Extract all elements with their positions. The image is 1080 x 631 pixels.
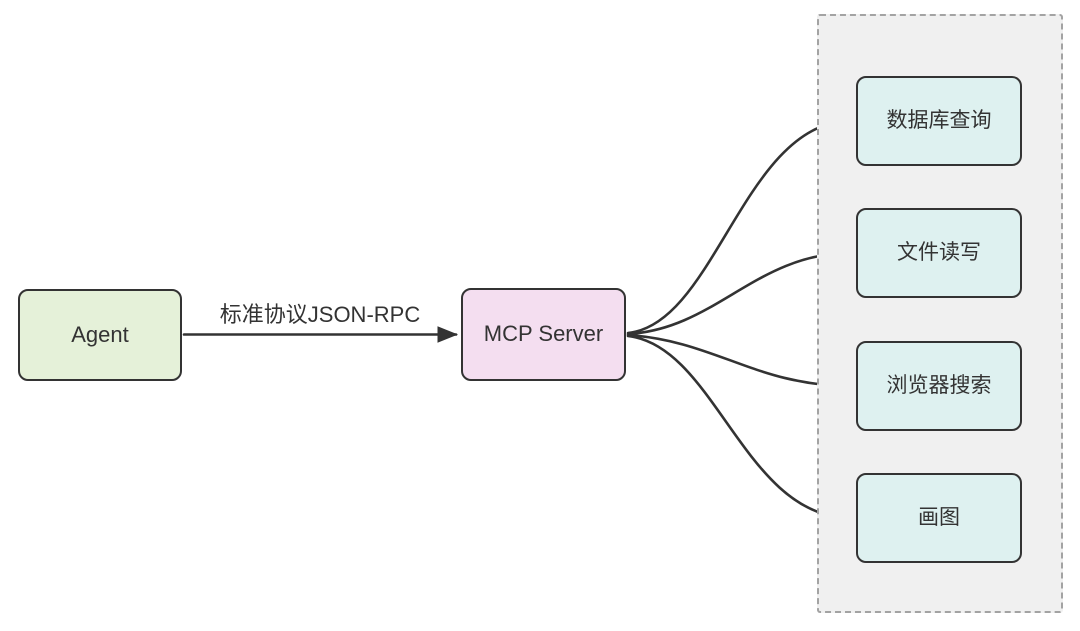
agent-node-label: Agent — [71, 321, 129, 347]
tool-node-label: 文件读写 — [897, 241, 981, 265]
agent-node: Agent — [18, 289, 182, 381]
mcp-server-node: MCP Server — [461, 288, 626, 381]
mcp-server-node-label: MCP Server — [483, 321, 604, 347]
tool-node-file-read-write: 文件读写 — [856, 208, 1022, 298]
tool-node-label: 画图 — [918, 506, 960, 530]
tool-node-database-query: 数据库查询 — [856, 76, 1022, 166]
edge-label: 标准协议JSON-RPC — [219, 302, 421, 327]
tool-node-drawing: 画图 — [856, 473, 1022, 563]
tool-node-label: 数据库查询 — [886, 109, 992, 133]
tool-node-browser-search: 浏览器搜索 — [856, 341, 1022, 431]
tool-node-label: 浏览器搜索 — [886, 374, 992, 398]
